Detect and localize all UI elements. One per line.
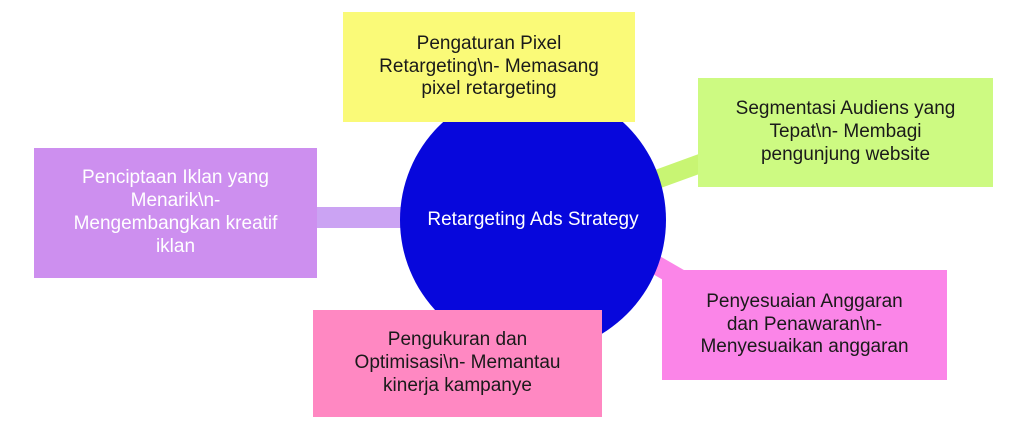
node-pengukuran-optimisasi-label: Pengukuran dan Optimisasi\n- Memantau ki…: [354, 329, 561, 396]
node-pengaturan-pixel: Pengaturan Pixel Retargeting\n- Memasang…: [343, 12, 635, 122]
node-penyesuaian-anggaran: Penyesuaian Anggaran dan Penawaran\n- Me…: [662, 270, 947, 380]
central-node-retargeting-ads-strategy: Retargeting Ads Strategy: [400, 87, 666, 353]
node-segmentasi-audiens: Segmentasi Audiens yang Tepat\n- Membagi…: [698, 78, 993, 187]
node-penciptaan-iklan-label: Penciptaan Iklan yang Menarik\n- Mengemb…: [73, 167, 278, 257]
central-node-label: Retargeting Ads Strategy: [427, 209, 639, 230]
node-penyesuaian-anggaran-label: Penyesuaian Anggaran dan Penawaran\n- Me…: [700, 290, 909, 358]
node-pengukuran-optimisasi: Pengukuran dan Optimisasi\n- Memantau ki…: [313, 310, 602, 417]
node-pengaturan-pixel-label: Pengaturan Pixel Retargeting\n- Memasang…: [379, 32, 599, 100]
node-segmentasi-audiens-label: Segmentasi Audiens yang Tepat\n- Membagi…: [735, 98, 956, 165]
connector-center-to-penciptaan-iklan: [310, 207, 406, 228]
node-penciptaan-iklan: Penciptaan Iklan yang Menarik\n- Mengemb…: [34, 148, 317, 278]
